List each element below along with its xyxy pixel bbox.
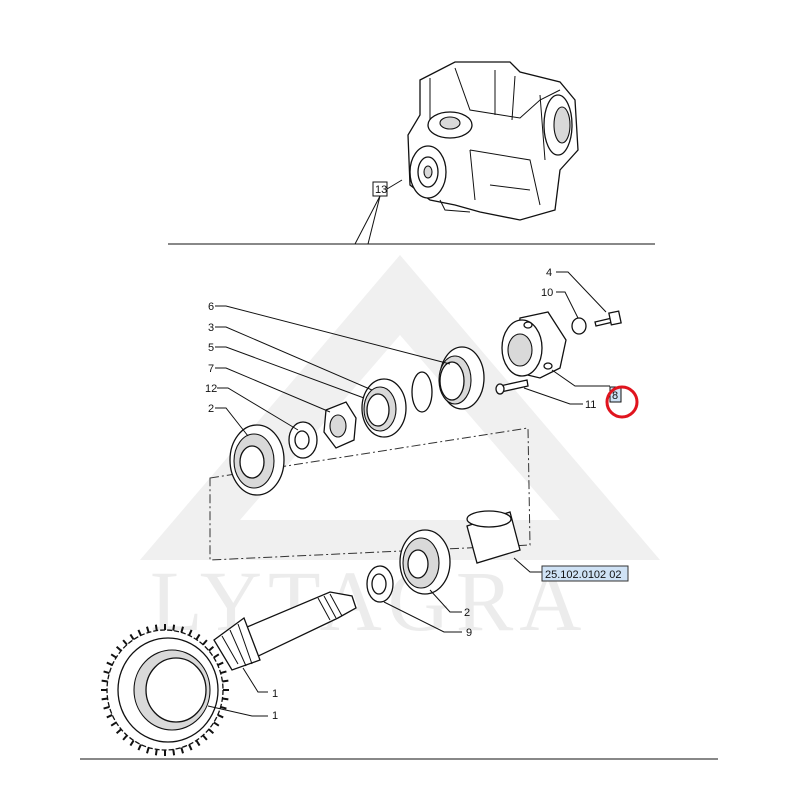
callout-1-pinion: 1 — [242, 667, 278, 700]
axle-housing-assembly — [407, 61, 579, 221]
svg-text:4: 4 — [546, 267, 552, 279]
gear-tooth — [172, 749, 176, 756]
callout-5: 5 — [208, 342, 365, 399]
svg-text:3: 3 — [208, 322, 214, 334]
highlight-circle — [605, 385, 639, 419]
gear-tooth — [213, 721, 220, 727]
bearing-part-2-upper — [229, 424, 285, 496]
callout-10: 10 — [541, 287, 579, 319]
gear-tooth — [220, 670, 227, 675]
gear-tooth — [101, 679, 108, 683]
gear-tooth — [217, 661, 224, 666]
svg-text:7: 7 — [208, 363, 214, 375]
nut-part-7 — [323, 401, 357, 449]
crown-gear-part-1 — [106, 629, 224, 751]
gear-tooth — [202, 639, 208, 646]
crown-gear-teeth — [101, 624, 229, 756]
seal-part-3 — [361, 378, 407, 438]
gear-tooth — [115, 728, 122, 734]
callout-2-lower: 2 — [429, 589, 470, 619]
callout-8: 8 — [551, 369, 622, 403]
gear-tooth — [137, 744, 142, 751]
gear-tooth — [106, 661, 113, 666]
callout-13: 13 — [354, 179, 403, 245]
screw-part-11 — [495, 379, 529, 395]
svg-text:8: 8 — [612, 390, 618, 402]
callout-1-crown: 1 — [207, 705, 278, 722]
gear-tooth — [217, 714, 224, 719]
spacer-sleeve — [466, 510, 521, 564]
gear-tooth — [110, 721, 117, 727]
svg-text:9: 9 — [466, 627, 472, 639]
cup-part-6 — [438, 346, 485, 410]
watermark-text: LYTAGRA — [150, 553, 587, 649]
gear-tooth — [222, 697, 229, 701]
gear-tooth — [122, 639, 128, 646]
gear-tooth — [188, 744, 193, 751]
flange-part-8 — [501, 311, 567, 379]
gear-tooth — [146, 747, 150, 754]
shim-part-9 — [366, 565, 394, 603]
gear-tooth — [208, 728, 215, 734]
gear-tooth — [195, 633, 201, 641]
svg-text:1: 1 — [272, 710, 278, 722]
gear-tooth — [180, 626, 184, 633]
gear-tooth — [213, 653, 220, 659]
gear-tooth — [188, 629, 193, 636]
gear-tooth — [154, 624, 158, 631]
snap-ring — [411, 371, 433, 413]
gear-tooth — [122, 734, 128, 741]
gear-tooth — [220, 705, 227, 710]
svg-text:6: 6 — [208, 301, 214, 313]
gear-tooth — [129, 739, 135, 747]
callout-11: 11 — [523, 387, 596, 411]
svg-text:2: 2 — [208, 403, 214, 415]
svg-text:2: 2 — [464, 607, 470, 619]
gear-tooth — [180, 747, 184, 754]
gear-tooth — [129, 633, 135, 641]
callout-6: 6 — [208, 301, 451, 365]
svg-text:25.102.0102 02: 25.102.0102 02 — [545, 569, 621, 581]
gear-tooth — [222, 679, 229, 683]
bearing-part-2-lower — [399, 529, 451, 595]
gear-tooth — [137, 629, 142, 636]
svg-text:1: 1 — [272, 688, 278, 700]
gear-tooth — [195, 739, 201, 747]
washer-part-12 — [288, 421, 318, 459]
callout-9: 9 — [383, 601, 472, 639]
gear-tooth — [208, 646, 215, 652]
gear-tooth — [106, 714, 113, 719]
gear-tooth — [172, 624, 176, 631]
gear-tooth — [101, 697, 108, 701]
callout-4: 4 — [546, 267, 607, 313]
pinion-shaft-part-1 — [213, 591, 357, 671]
svg-text:11: 11 — [585, 399, 596, 411]
reference-code-label: 25.102.0102 02 — [513, 557, 629, 582]
callout-3: 3 — [208, 322, 373, 391]
callout-7: 7 — [208, 363, 331, 413]
callout-12: 12 — [205, 383, 299, 431]
gear-tooth — [110, 653, 117, 659]
gear-tooth — [103, 705, 110, 710]
bolt-part-4 — [594, 310, 622, 327]
callout-2-upper: 2 — [208, 403, 249, 437]
watermark: LYTAGRA — [140, 255, 660, 649]
gear-tooth — [115, 646, 122, 652]
gear-tooth — [202, 734, 208, 741]
svg-text:10: 10 — [541, 287, 553, 299]
svg-text:13: 13 — [375, 184, 387, 196]
gear-tooth — [146, 626, 150, 633]
gear-tooth — [103, 670, 110, 675]
washer-part-10 — [571, 317, 587, 335]
assembly-axis — [209, 427, 531, 561]
svg-text:12: 12 — [205, 383, 217, 395]
svg-text:5: 5 — [208, 342, 214, 354]
gear-tooth — [154, 749, 158, 756]
